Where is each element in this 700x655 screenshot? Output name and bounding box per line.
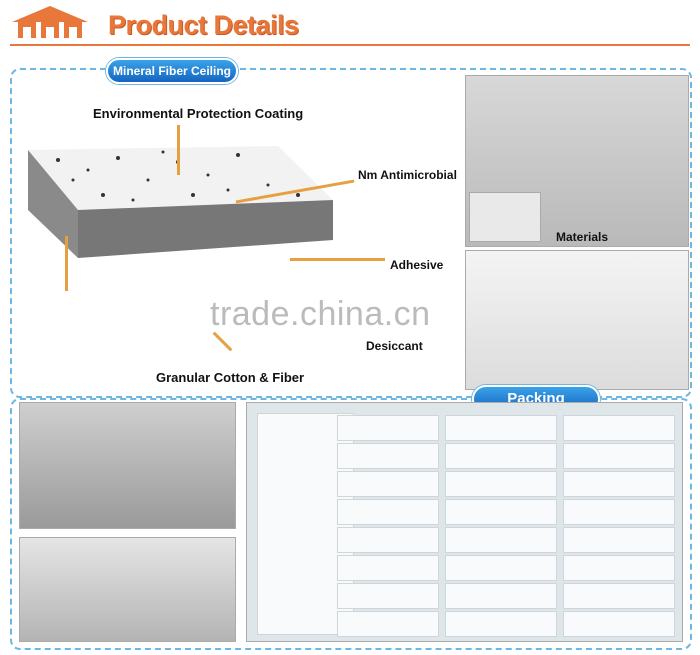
- packing-panel: [10, 398, 692, 650]
- label-antimicrobial: Nm Antimicrobial: [358, 168, 457, 182]
- packing-workers-photo: [19, 402, 236, 529]
- label-desiccant: Desiccant: [366, 339, 423, 353]
- label-granular: Granular Cotton & Fiber: [156, 370, 305, 385]
- mineral-fiber-badge: Mineral Fiber Ceiling: [106, 58, 238, 84]
- house-logo-icon: [12, 6, 88, 38]
- page-title: Product Details: [108, 10, 299, 40]
- header-divider: [10, 44, 690, 46]
- mineral-fiber-panel: [10, 68, 692, 398]
- tile-closeup-photo: [465, 250, 689, 390]
- materials-inset-photo: [469, 192, 541, 242]
- arrow-adhesive: [290, 258, 385, 261]
- packing-hand-photo: [19, 537, 236, 642]
- ceiling-tile-illustration: [28, 146, 333, 258]
- arrow-granular: [65, 236, 68, 291]
- watermark-text: trade.china.cn: [210, 295, 431, 333]
- packed-boxes-photo: [246, 402, 683, 642]
- arrow-coating: [177, 125, 180, 175]
- label-coating: Environmental Protection Coating: [93, 106, 304, 121]
- label-adhesive: Adhesive: [390, 258, 444, 272]
- label-materials: Materials: [556, 230, 609, 244]
